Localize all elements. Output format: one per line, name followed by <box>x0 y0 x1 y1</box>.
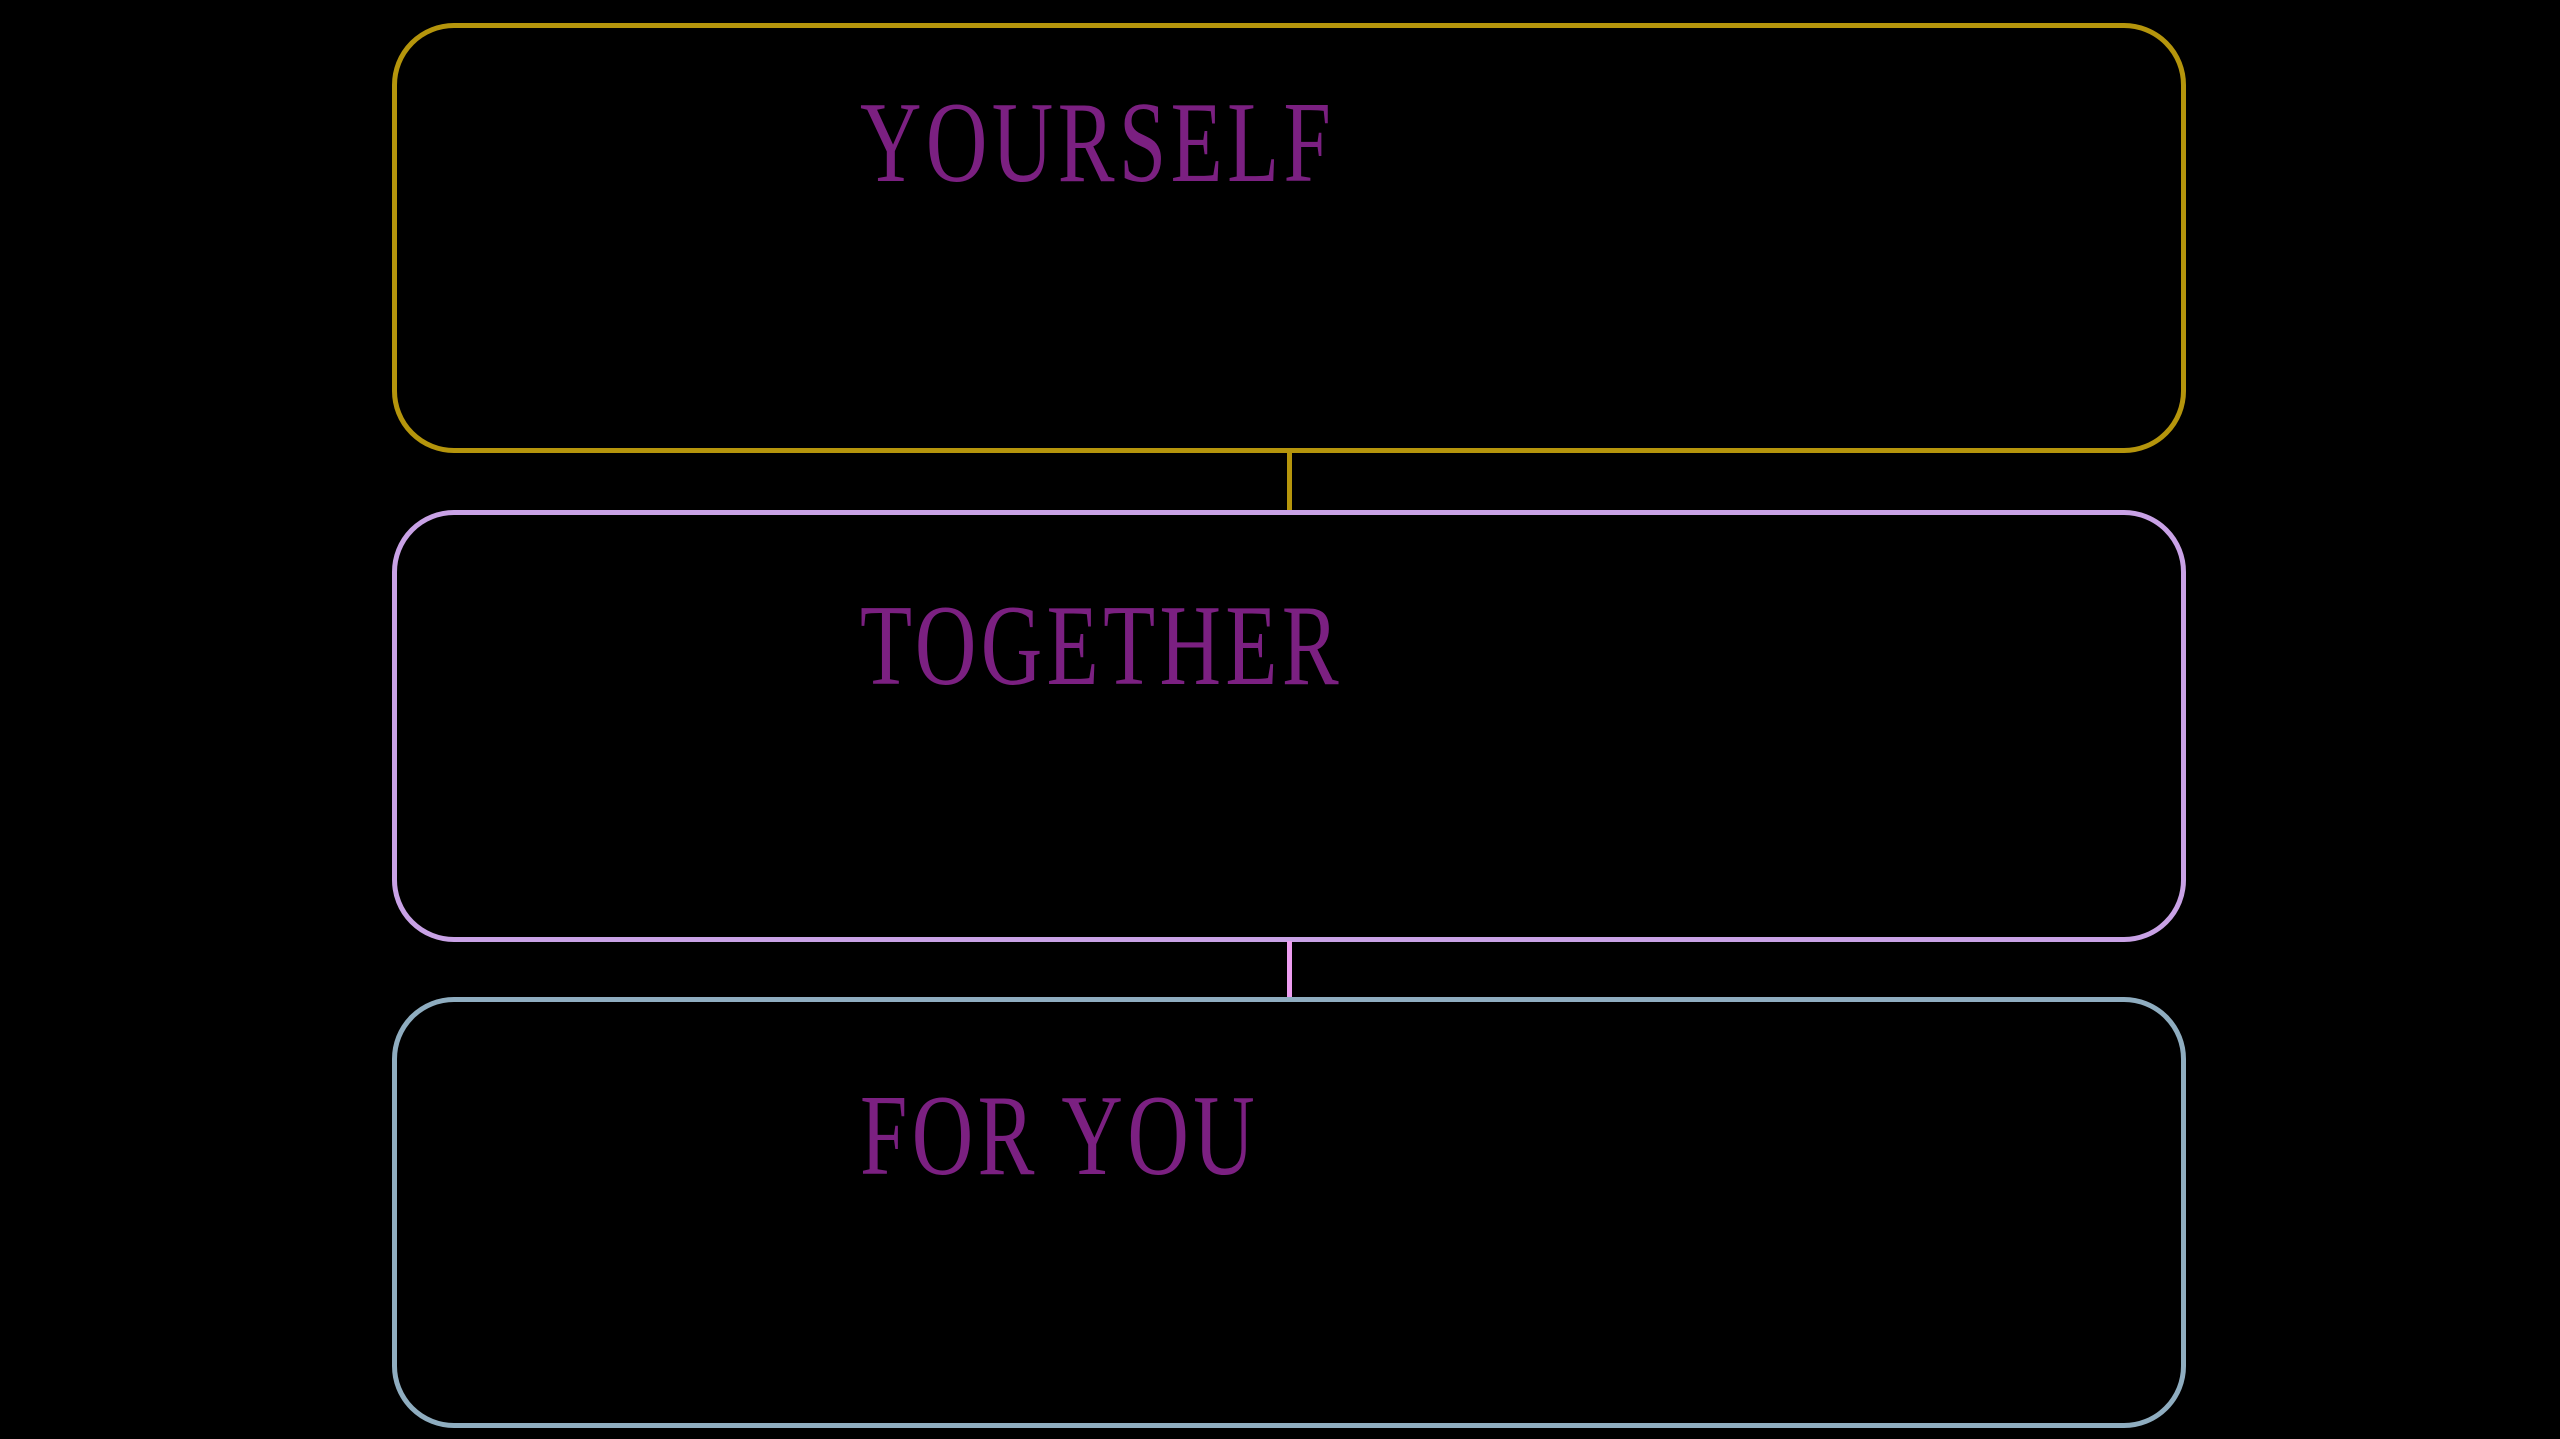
box-yourself: YOURSELF <box>392 23 2186 453</box>
box-for-you: FOR YOU <box>392 997 2186 1428</box>
connector-together-foryou <box>1287 941 1292 998</box>
connector-yourself-together <box>1287 453 1292 511</box>
box-for-you-title: FOR YOU <box>860 1072 1260 1199</box>
box-together-title: TOGETHER <box>860 582 1344 709</box>
box-together: TOGETHER <box>392 510 2186 942</box>
box-yourself-title: YOURSELF <box>860 79 1336 206</box>
